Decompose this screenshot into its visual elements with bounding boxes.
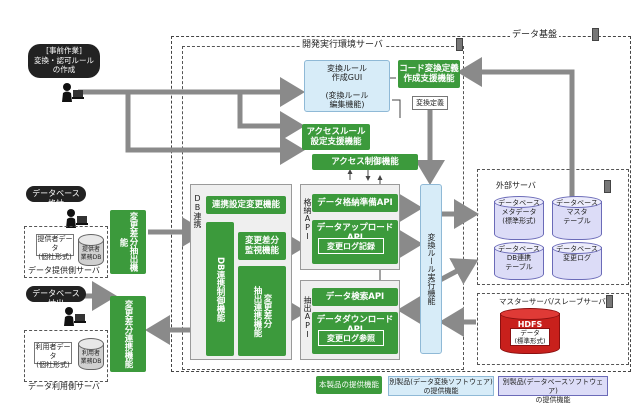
user-db: 利用者 業務DB (78, 338, 104, 370)
db-extract-callout: データベース抽出 (26, 286, 86, 308)
store-prep-api: データ格納準備API (312, 194, 398, 212)
db-link-control-function: DB連携制御機能 (206, 222, 234, 356)
access-rule-function: アクセスルール 設定支援機能 (302, 124, 370, 150)
dev-server-label: 開発実行環境サーバ (300, 40, 385, 50)
rule-gui-box: 変換ルール 作成GUI (変換ルール 編集機能) (304, 60, 390, 112)
provider-db: 提供者 業務DB (78, 234, 104, 266)
provider-server-label: データ提供側サーバ (28, 266, 100, 275)
provider-server-region (24, 226, 108, 278)
provider-data-doc: 提供者データ (個社形式) (36, 234, 74, 261)
data-platform-region (171, 36, 631, 372)
log-record-box: 変更ログ記録 (318, 238, 384, 254)
prep-person-icon (60, 82, 84, 102)
db-store-callout: データベース格納 (26, 186, 86, 208)
external-server-icon (604, 180, 611, 193)
store-api-label: 格納API (303, 198, 312, 241)
diff-monitor-function: 変更差分 監視機能 (238, 232, 286, 260)
prep-work-callout: [事前作業] 変換・認可ルール の作成 (28, 44, 100, 78)
store-person-icon (64, 208, 88, 228)
master-slave-icon (606, 295, 613, 308)
diff-extract-link-function: 変更差分 抽出連携機能 (238, 266, 286, 356)
data-platform-label: データ基盤 (510, 30, 560, 40)
extract-person-icon (62, 306, 86, 326)
search-api: データ検索API (312, 288, 398, 306)
dev-server-icon (456, 38, 463, 51)
db-link-label: DB連携 (193, 194, 202, 228)
link-setting-function: 連携設定変更機能 (206, 196, 286, 214)
conv-def-doc: 変換定義 (412, 96, 448, 110)
rule-exec-box: 変換ルール実行機能 (420, 184, 442, 354)
hdfs-title: HDFS (517, 320, 543, 329)
meta-db: データベース メタデータ (標準形式) (494, 196, 544, 240)
master-table-db: データベース マスタ テーブル (552, 196, 602, 240)
code-support-function: コード変換定義 作成支援機能 (398, 60, 460, 88)
db-link-table-db: データベース DB連携 テーブル (494, 242, 544, 280)
master-slave-region (477, 293, 629, 365)
access-control-function: アクセス制御機能 (312, 154, 418, 170)
user-server-region (24, 330, 108, 382)
data-platform-server-icon (592, 28, 599, 41)
legend-database-product: 別製品(データベースソフトウェア) の提供機能 (498, 376, 608, 404)
log-ref-box: 変更ログ参照 (318, 330, 384, 346)
external-server-label: 外部サーバ (496, 181, 536, 190)
user-server-label: データ利用側サーバ (28, 382, 100, 391)
diff-link-function: 変更差分連携機能 (110, 296, 146, 372)
legend-this-product: 本製品の提供機能 (316, 376, 382, 394)
change-log-db: データベース 変更ログ (552, 242, 602, 280)
master-slave-label: マスターサーバ/スレーブサーバ (499, 297, 606, 306)
legend-conversion-product: 別製品(データ変換ソフトウェア) の提供機能 (388, 376, 494, 396)
user-data-doc: 利用者データ (個社形式) (34, 342, 72, 369)
diff-extract-function: 変更差分抽出機能 (110, 210, 146, 274)
hdfs-data-box: データ (標準形式) (510, 328, 550, 346)
extract-api-label: 抽出API (303, 296, 312, 339)
